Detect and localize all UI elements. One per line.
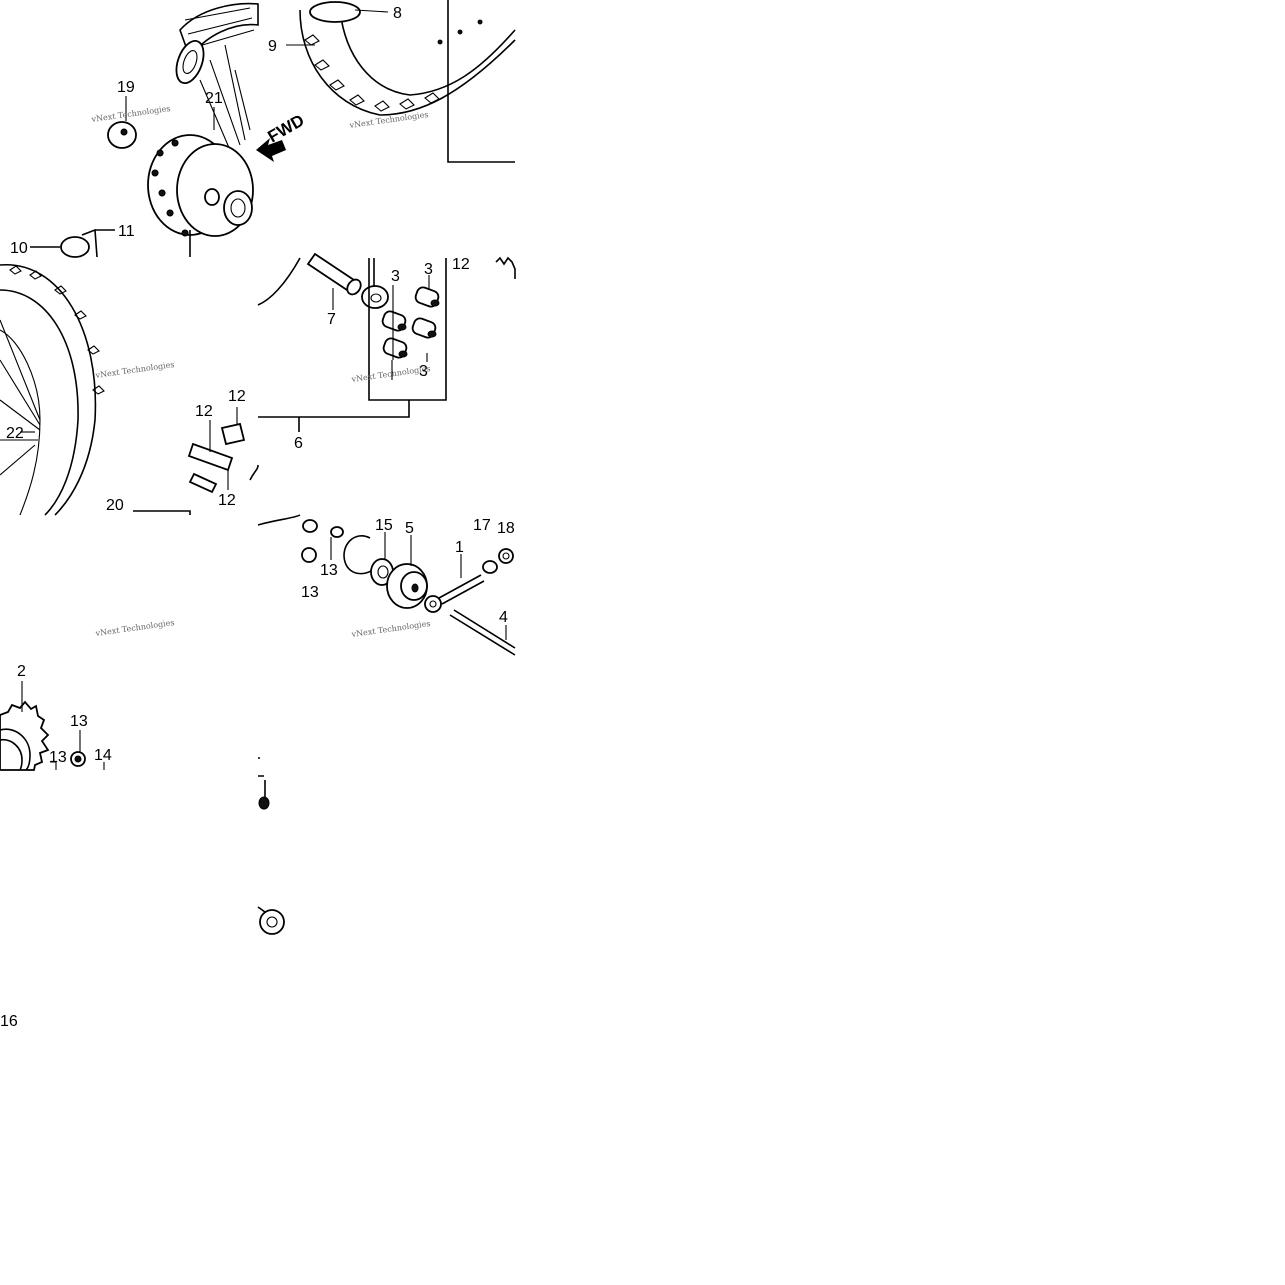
callout-12-b: 12 (228, 388, 246, 405)
callout-3-c: 3 (419, 363, 428, 380)
fwd-arrow: FWD (256, 111, 308, 162)
part-5-bearing (386, 535, 428, 609)
tile-axle: 15 5 17 18 1 13 13 4 vNext Technologies (257, 514, 516, 656)
part-10-11 (30, 228, 115, 258)
callout-1: 1 (455, 539, 464, 556)
callout-12-c: 12 (218, 492, 236, 509)
watermark-3: vNext Technologies (94, 360, 175, 380)
callout-20: 20 (106, 497, 124, 514)
part-4-shaft (449, 609, 516, 656)
watermark-4: vNext Technologies (350, 364, 431, 384)
tile-dampers: 7 3 3 3 12 6 vNext Technologies (257, 252, 516, 452)
callout-4: 4 (499, 609, 508, 626)
callout-7: 7 (327, 311, 336, 328)
tile-tire: 8 9 vNext Technologies (268, 0, 516, 163)
callout-2: 2 (17, 663, 26, 680)
tile-fragments: 16 (0, 757, 285, 1030)
watermark-2: vNext Technologies (348, 110, 429, 130)
callout-19: 19 (117, 79, 135, 96)
callout-13-d: 13 (49, 749, 67, 766)
callout-12-d: 12 (452, 256, 470, 273)
callout-3-a: 3 (391, 268, 400, 285)
tile-sprocket: 2 13 13 14 vNext Technologies (0, 618, 175, 771)
callout-14: 14 (94, 747, 112, 764)
callout-22: 22 (6, 425, 24, 442)
tile-hub: FWD 19 21 10 11 vNext Technologies (10, 2, 308, 258)
watermark-1: vNext Technologies (90, 104, 171, 124)
fwd-label: FWD (265, 111, 308, 147)
callout-5: 5 (405, 520, 414, 537)
callout-21: 21 (205, 90, 223, 107)
callout-18: 18 (497, 520, 515, 537)
callout-6: 6 (294, 435, 303, 452)
callout-15: 15 (375, 517, 393, 534)
part-12-valves (187, 407, 246, 494)
callout-9: 9 (268, 38, 277, 55)
part-19 (107, 96, 137, 149)
callout-13-c: 13 (70, 713, 88, 730)
callout-13-b: 13 (301, 584, 319, 601)
callout-13-a: 13 (320, 562, 338, 579)
watermark-5: vNext Technologies (350, 619, 431, 639)
callout-17: 17 (473, 517, 491, 534)
part-2-sprocket (0, 681, 50, 771)
part-15-clip (343, 532, 394, 586)
callout-16: 16 (0, 1013, 18, 1030)
callout-3-b: 3 (424, 261, 433, 278)
callout-11: 11 (118, 223, 135, 240)
part-7-collar (306, 252, 362, 310)
watermark-6: vNext Technologies (94, 618, 175, 638)
part-3-dampers (381, 286, 440, 359)
callout-8: 8 (393, 5, 402, 22)
callout-12-a: 12 (195, 403, 213, 420)
part-1-axle (424, 554, 485, 613)
callout-10: 10 (10, 240, 28, 257)
tile-wheel: 22 20 12 12 12 vNext Technologies (0, 264, 259, 516)
